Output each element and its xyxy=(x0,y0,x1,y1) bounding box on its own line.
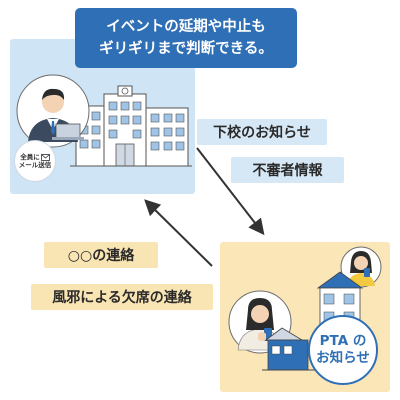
headline-banner: イベントの延期や中止も ギリギリまで判断できる。 xyxy=(75,8,297,68)
tag-dismissal-notice: 下校のお知らせ xyxy=(197,119,327,145)
school-building-illustration xyxy=(70,85,192,167)
mail-badge-line-1: 全員に xyxy=(20,153,40,161)
teacher-portrait xyxy=(16,74,90,148)
pta-notice-badge: PTA の お知らせ xyxy=(308,315,378,385)
tag-dismissal-notice-label: 下校のお知らせ xyxy=(213,125,311,141)
envelope-icon xyxy=(40,153,50,161)
tag-contact-placeholder: ○○の連絡 xyxy=(44,242,158,268)
tag-absence-cold-label: 風邪による欠席の連絡 xyxy=(52,290,192,306)
headline-line-2: ギリギリまで判断できる。 xyxy=(99,41,273,57)
headline-line-1: イベントの延期や中止も xyxy=(106,19,266,35)
tag-contact-placeholder-label: ○○の連絡 xyxy=(67,248,135,264)
pta-badge-line-2: お知らせ xyxy=(316,350,370,366)
tag-suspicious-person: 不審者情報 xyxy=(231,157,344,183)
child-portrait xyxy=(340,246,382,288)
tag-absence-cold: 風邪による欠席の連絡 xyxy=(31,284,213,310)
pta-badge-line-1: PTA の xyxy=(319,333,367,349)
tag-suspicious-person-label: 不審者情報 xyxy=(252,163,323,179)
mail-all-badge: 全員に メール送信 xyxy=(14,140,56,182)
mail-badge-line-2: メール送信 xyxy=(18,161,52,169)
